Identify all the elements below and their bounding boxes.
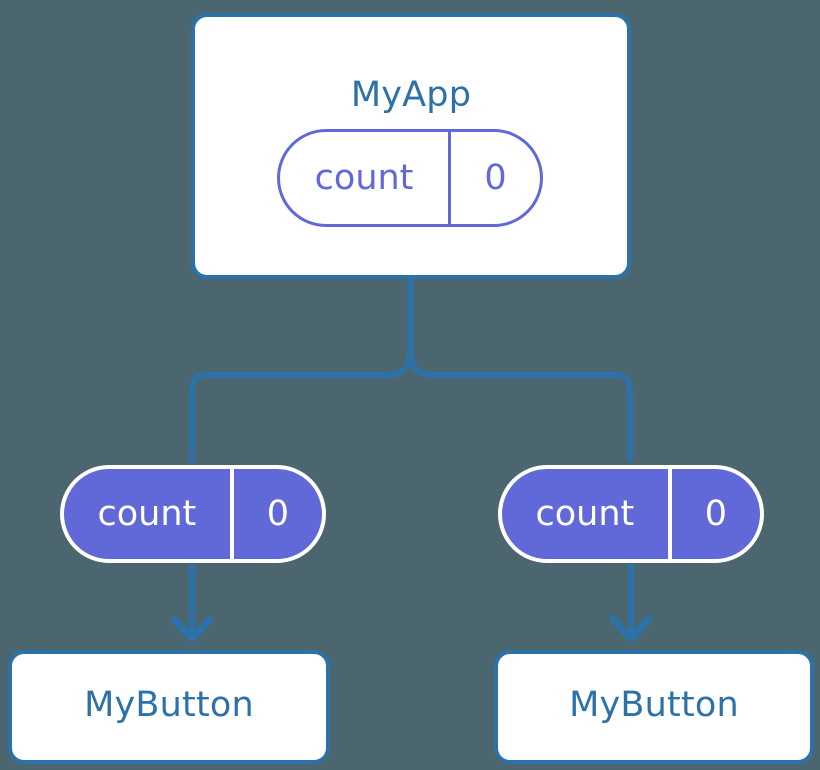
state-pill-value: 0 <box>484 157 507 198</box>
component-title-myapp: MyApp <box>350 75 472 115</box>
props-pill-right-value: 0 <box>704 493 728 534</box>
right-props-arrow-head <box>609 615 653 643</box>
props-pill-right-key: count <box>502 469 672 559</box>
component-card-mybutton-right[interactable]: MyButton <box>494 650 814 764</box>
left-props-arrow-head <box>170 615 214 643</box>
state-pill-key: count <box>280 132 452 224</box>
component-title-mybutton-right: MyButton <box>569 685 739 725</box>
props-pill-left-count[interactable]: count 0 <box>60 465 326 563</box>
left-branch-connector <box>189 347 414 462</box>
right-branch-connector <box>407 347 633 462</box>
component-card-mybutton-left[interactable]: MyButton <box>8 650 330 764</box>
state-pill-count[interactable]: count 0 <box>277 129 543 227</box>
component-title-mybutton-left: MyButton <box>84 685 254 725</box>
props-pill-right-count[interactable]: count 0 <box>498 465 764 563</box>
props-pill-left-key: count <box>64 469 234 559</box>
props-pill-left-value: 0 <box>266 493 290 534</box>
